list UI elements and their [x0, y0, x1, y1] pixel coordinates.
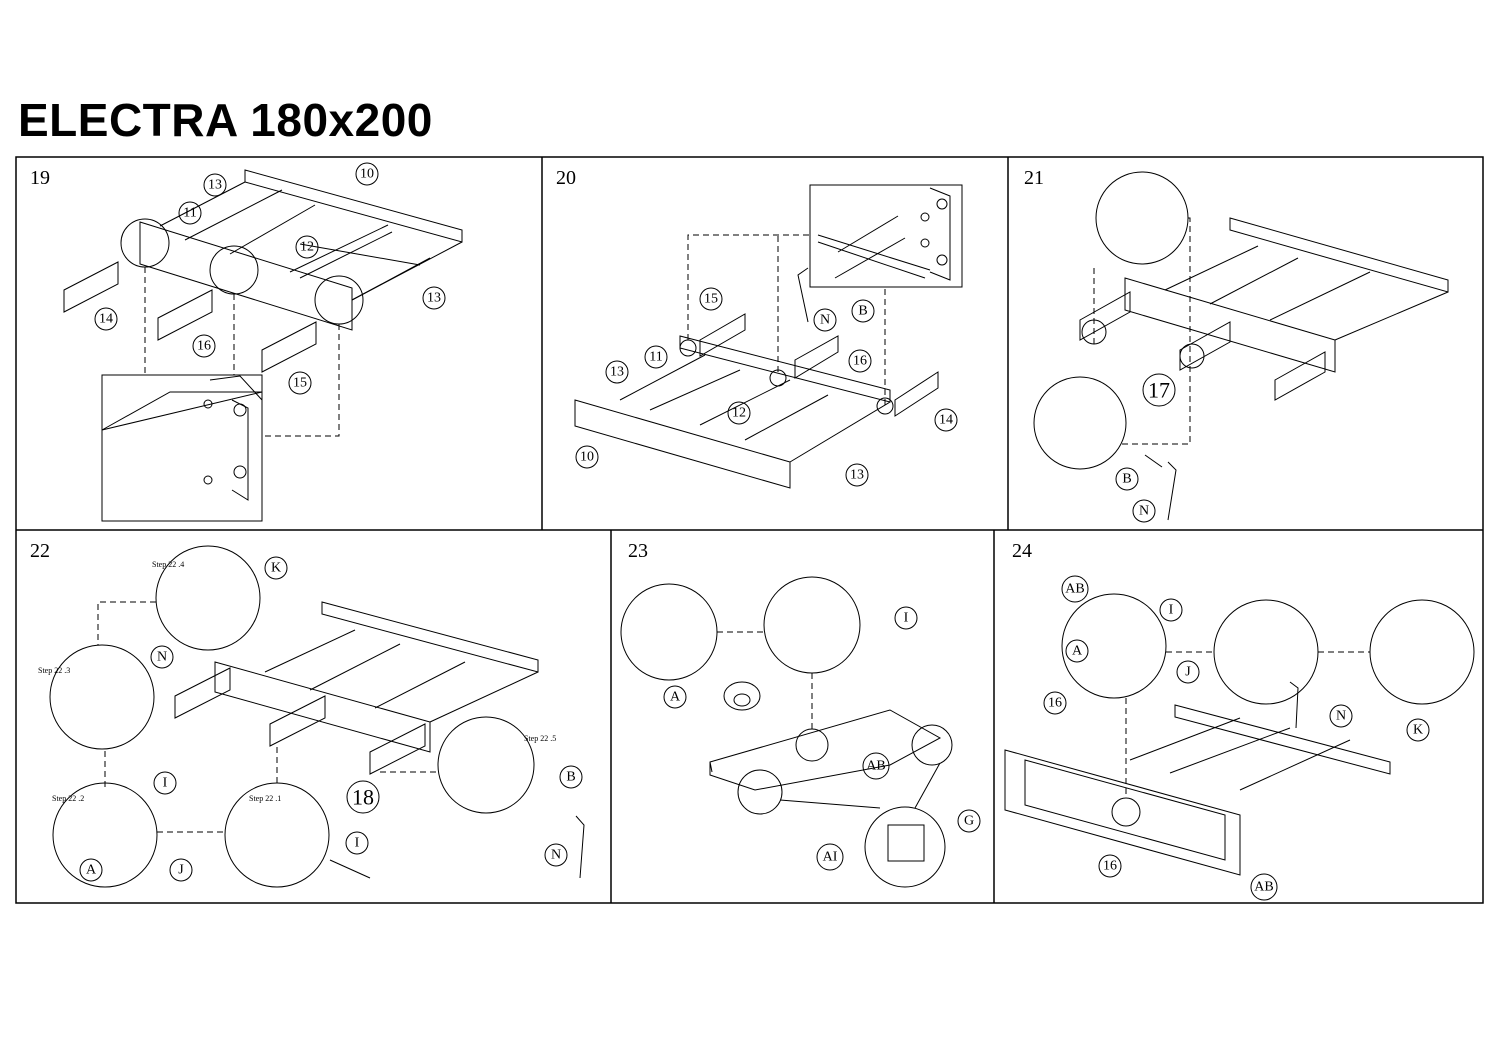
part-label-10: 10	[360, 167, 374, 182]
substep-caption: Step 22 .3	[38, 666, 70, 675]
part-label-n: N	[820, 313, 830, 328]
substep-caption: Step 22 .1	[249, 794, 281, 803]
step-number-22: 22	[30, 540, 50, 562]
part-label-b: B	[858, 304, 867, 319]
part-label-10: 10	[580, 450, 594, 465]
step-number-20: 20	[556, 167, 576, 189]
step-21-panel	[1033, 171, 1449, 521]
part-label-a: A	[86, 863, 97, 878]
part-label-j: J	[178, 863, 184, 878]
part-label-13: 13	[610, 365, 624, 380]
part-label-13: 13	[427, 291, 441, 306]
part-label-i: I	[904, 611, 909, 626]
part-label-ai: AI	[823, 850, 838, 865]
part-label-a: A	[670, 690, 681, 705]
part-label-b: B	[566, 770, 575, 785]
part-label-16: 16	[1048, 696, 1062, 711]
step-24-panel	[1004, 593, 1475, 876]
part-label-16: 16	[853, 354, 867, 369]
part-label-12: 12	[300, 240, 314, 255]
step-number-23: 23	[628, 540, 648, 562]
part-label-i: I	[163, 776, 168, 791]
part-label-n: N	[157, 650, 167, 665]
part-label-12: 12	[732, 406, 746, 421]
part-label-b: B	[1122, 472, 1131, 487]
part-label-ab: AB	[1065, 582, 1084, 597]
part-label-11: 11	[183, 206, 196, 221]
part-label-14: 14	[99, 312, 113, 327]
part-label-k: K	[271, 561, 281, 576]
part-label-g: G	[964, 814, 974, 829]
part-label-14: 14	[939, 413, 953, 428]
step-23-panel	[620, 576, 953, 888]
part-label-i: I	[355, 836, 360, 851]
part-label-n: N	[1139, 504, 1149, 519]
part-label-13: 13	[850, 468, 864, 483]
step-number-19: 19	[30, 167, 50, 189]
part-label-18: 18	[352, 785, 374, 810]
part-label-15: 15	[293, 376, 307, 391]
part-label-ab: AB	[866, 759, 885, 774]
part-label-17: 17	[1148, 378, 1170, 403]
part-label-a: A	[1072, 644, 1083, 659]
part-label-15: 15	[704, 292, 718, 307]
substep-caption: Step 22 .4	[152, 560, 184, 569]
step-number-21: 21	[1024, 167, 1044, 189]
part-label-11: 11	[649, 350, 662, 365]
part-label-i: I	[1169, 603, 1174, 618]
part-label-n: N	[551, 848, 561, 863]
step-19-panel	[63, 169, 463, 522]
part-label-j: J	[1185, 665, 1191, 680]
part-label-ab: AB	[1254, 880, 1273, 895]
page-title: ELECTRA 180x200	[18, 94, 433, 146]
part-label-n: N	[1336, 709, 1346, 724]
step-number-24: 24	[1012, 540, 1032, 562]
substep-caption: Step 22 .5	[524, 734, 556, 743]
part-label-k: K	[1413, 723, 1423, 738]
step-22-panel	[49, 545, 585, 888]
part-label-16: 16	[1103, 859, 1117, 874]
part-label-16: 16	[197, 339, 211, 354]
substep-caption: Step 22 .2	[52, 794, 84, 803]
step-20-panel	[574, 184, 963, 489]
part-label-13: 13	[208, 178, 222, 193]
